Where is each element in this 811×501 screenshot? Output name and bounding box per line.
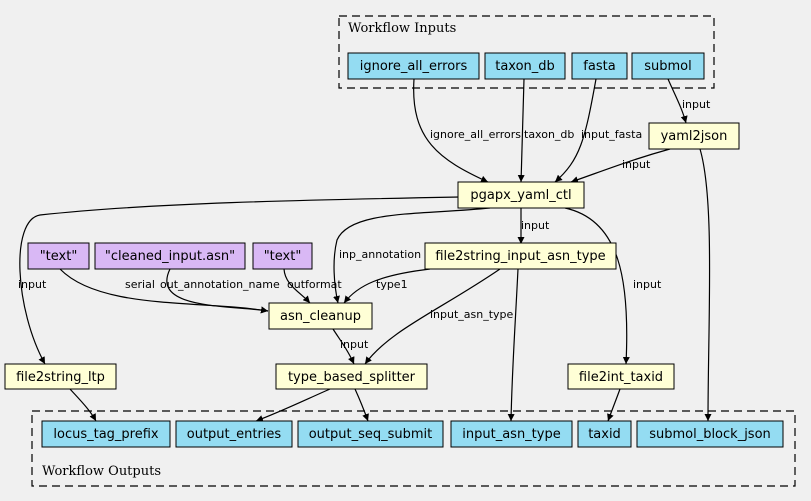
- edge-label-submol-yaml: input: [682, 98, 711, 111]
- node-pgapx-yaml-ctl-label: pgapx_yaml_ctl: [470, 188, 571, 203]
- edge-yaml2json-ctl: [570, 148, 671, 184]
- edge-text2-cleanup: [283, 268, 311, 304]
- edge-f2s-input-asn-type: [507, 268, 519, 422]
- edge-label-input-asn-type: input_asn_type: [430, 308, 514, 321]
- node-literal-text-2-label: "text": [264, 249, 302, 264]
- edge-label-outformat: outformat: [287, 278, 342, 291]
- node-literal-text-1[interactable]: "text": [27, 242, 90, 270]
- edge-labels: input ignore_all_errors taxon_db input_f…: [18, 98, 711, 351]
- node-taxid[interactable]: taxid: [577, 420, 632, 448]
- node-taxid-label: taxid: [588, 427, 621, 442]
- node-asn-cleanup-label: asn_cleanup: [280, 309, 361, 324]
- node-asn-cleanup[interactable]: asn_cleanup: [268, 302, 373, 330]
- edge-ignore-ctl: [413, 78, 489, 183]
- edges: [19, 78, 712, 422]
- node-output-seq-submit-label: output_seq_submit: [309, 427, 433, 442]
- edge-cleanup-splitter: [332, 328, 355, 365]
- node-file2int-taxid[interactable]: file2int_taxid: [567, 363, 675, 390]
- edge-taxon-ctl: [517, 78, 525, 183]
- edge-label-ctl-f2s: input: [521, 219, 550, 232]
- workflow-outputs-label: Workflow Outputs: [42, 464, 161, 479]
- edge-ctl-cleanup: [333, 207, 491, 304]
- edge-taxid-taxid: [607, 388, 621, 422]
- edge-label-ctl-cleanup: inp_annotation: [339, 248, 421, 261]
- edge-yaml2json-submol-block: [699, 148, 712, 422]
- node-file2string-ltp-label: file2string_ltp: [16, 370, 105, 385]
- node-output-entries[interactable]: output_entries: [175, 420, 293, 448]
- edge-label-serial: serial: [125, 278, 155, 291]
- edge-label-ctl-ltp: input: [18, 278, 47, 291]
- edge-label-cleanup-splitter: input: [340, 338, 369, 351]
- edge-ctl-ltp: [19, 196, 461, 365]
- node-literal-cleaned-input[interactable]: "cleaned_input.asn": [94, 242, 246, 270]
- workflow-inputs-cluster: Workflow Inputs: [338, 15, 715, 89]
- edge-f2s-cleanup: [343, 268, 431, 304]
- node-yaml2json[interactable]: yaml2json: [648, 122, 740, 150]
- node-submol-label: submol: [644, 59, 692, 74]
- node-fasta-label: fasta: [583, 59, 615, 74]
- edge-f2s-splitter: [364, 268, 501, 365]
- node-input-asn-type[interactable]: input_asn_type: [450, 420, 573, 448]
- node-file2string-input-asn-type-label: file2string_input_asn_type: [435, 249, 605, 264]
- node-input-asn-type-label: input_asn_type: [462, 427, 560, 442]
- edge-label-yaml-ctl: input: [622, 158, 651, 171]
- node-pgapx-yaml-ctl[interactable]: pgapx_yaml_ctl: [457, 181, 585, 209]
- edge-label-ignore: ignore_all_errors: [430, 128, 521, 141]
- node-literal-cleaned-input-label: "cleaned_input.asn": [105, 249, 235, 264]
- edge-splitter-seqsubmit: [354, 388, 369, 422]
- node-submol[interactable]: submol: [631, 52, 705, 80]
- node-taxon-db-label: taxon_db: [495, 59, 555, 74]
- workflow-inputs-label: Workflow Inputs: [348, 21, 456, 36]
- edge-label-fasta: input_fasta: [581, 128, 642, 141]
- node-literal-text-1-label: "text": [40, 249, 78, 264]
- node-output-entries-label: output_entries: [187, 427, 282, 442]
- edge-ctl-taxid: [564, 207, 630, 365]
- node-taxon-db[interactable]: taxon_db: [484, 52, 566, 80]
- node-file2string-input-asn-type[interactable]: file2string_input_asn_type: [424, 242, 617, 270]
- edge-ltp-locus: [69, 388, 97, 422]
- edge-label-out-annotation-name: out_annotation_name: [160, 278, 280, 291]
- node-type-based-splitter[interactable]: type_based_splitter: [275, 363, 428, 390]
- node-literal-text-2[interactable]: "text": [252, 242, 313, 270]
- workflow-outputs-cluster: Workflow Outputs: [31, 410, 796, 487]
- node-type-based-splitter-label: type_based_splitter: [288, 370, 416, 385]
- node-submol-block-json-label: submol_block_json: [649, 427, 771, 442]
- edge-label-type1: type1: [376, 278, 408, 291]
- node-file2string-ltp[interactable]: file2string_ltp: [4, 363, 117, 390]
- edge-fasta-ctl: [554, 78, 597, 183]
- node-output-seq-submit[interactable]: output_seq_submit: [297, 420, 444, 448]
- node-yaml2json-label: yaml2json: [661, 129, 728, 144]
- node-fasta[interactable]: fasta: [571, 52, 628, 80]
- edge-splitter-entries: [255, 388, 331, 422]
- edge-label-ctl-taxid: input: [633, 278, 662, 291]
- edge-cleaned-cleanup: [166, 268, 269, 314]
- node-locus-tag-prefix-label: locus_tag_prefix: [53, 427, 159, 442]
- edge-label-taxon: taxon_db: [524, 128, 574, 141]
- node-ignore-all-errors-label: ignore_all_errors: [360, 59, 468, 74]
- node-locus-tag-prefix[interactable]: locus_tag_prefix: [41, 420, 171, 448]
- edge-submol-yaml2json: [667, 78, 688, 124]
- node-submol-block-json[interactable]: submol_block_json: [636, 420, 784, 448]
- node-file2int-taxid-label: file2int_taxid: [579, 370, 663, 385]
- node-ignore-all-errors[interactable]: ignore_all_errors: [347, 52, 480, 80]
